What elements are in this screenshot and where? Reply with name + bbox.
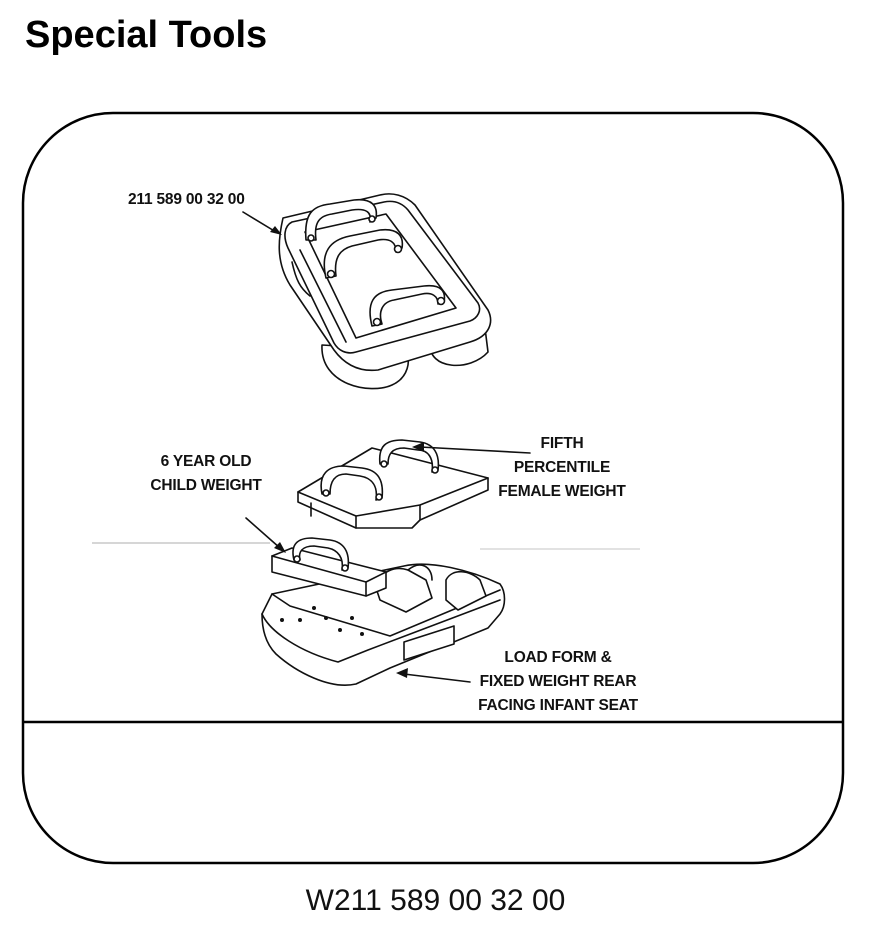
load-form-drawing	[261, 563, 506, 686]
female-weight-label-line-1: FIFTH	[541, 435, 584, 452]
load-form-label-line-3: FACING INFANT SEAT	[478, 697, 638, 714]
figure-caption: W211 589 00 32 00	[305, 884, 566, 917]
part-number-label: 211 589 00 32 00	[128, 191, 245, 208]
page-title: Special Tools	[25, 14, 268, 56]
assembled-tool-drawing	[278, 193, 492, 390]
female-weight-label-line-2: PERCENTILE	[514, 459, 610, 476]
load-form-label-line-1: LOAD FORM &	[504, 649, 611, 666]
load-form-label-line-2: FIXED WEIGHT REAR	[480, 673, 637, 690]
child-weight-drawing	[271, 537, 387, 597]
child-weight-label-line-2: CHILD WEIGHT	[150, 477, 262, 494]
female-weight-label-line-3: FEMALE WEIGHT	[498, 483, 626, 500]
child-weight-label-line-1: 6 YEAR OLD	[161, 453, 252, 470]
